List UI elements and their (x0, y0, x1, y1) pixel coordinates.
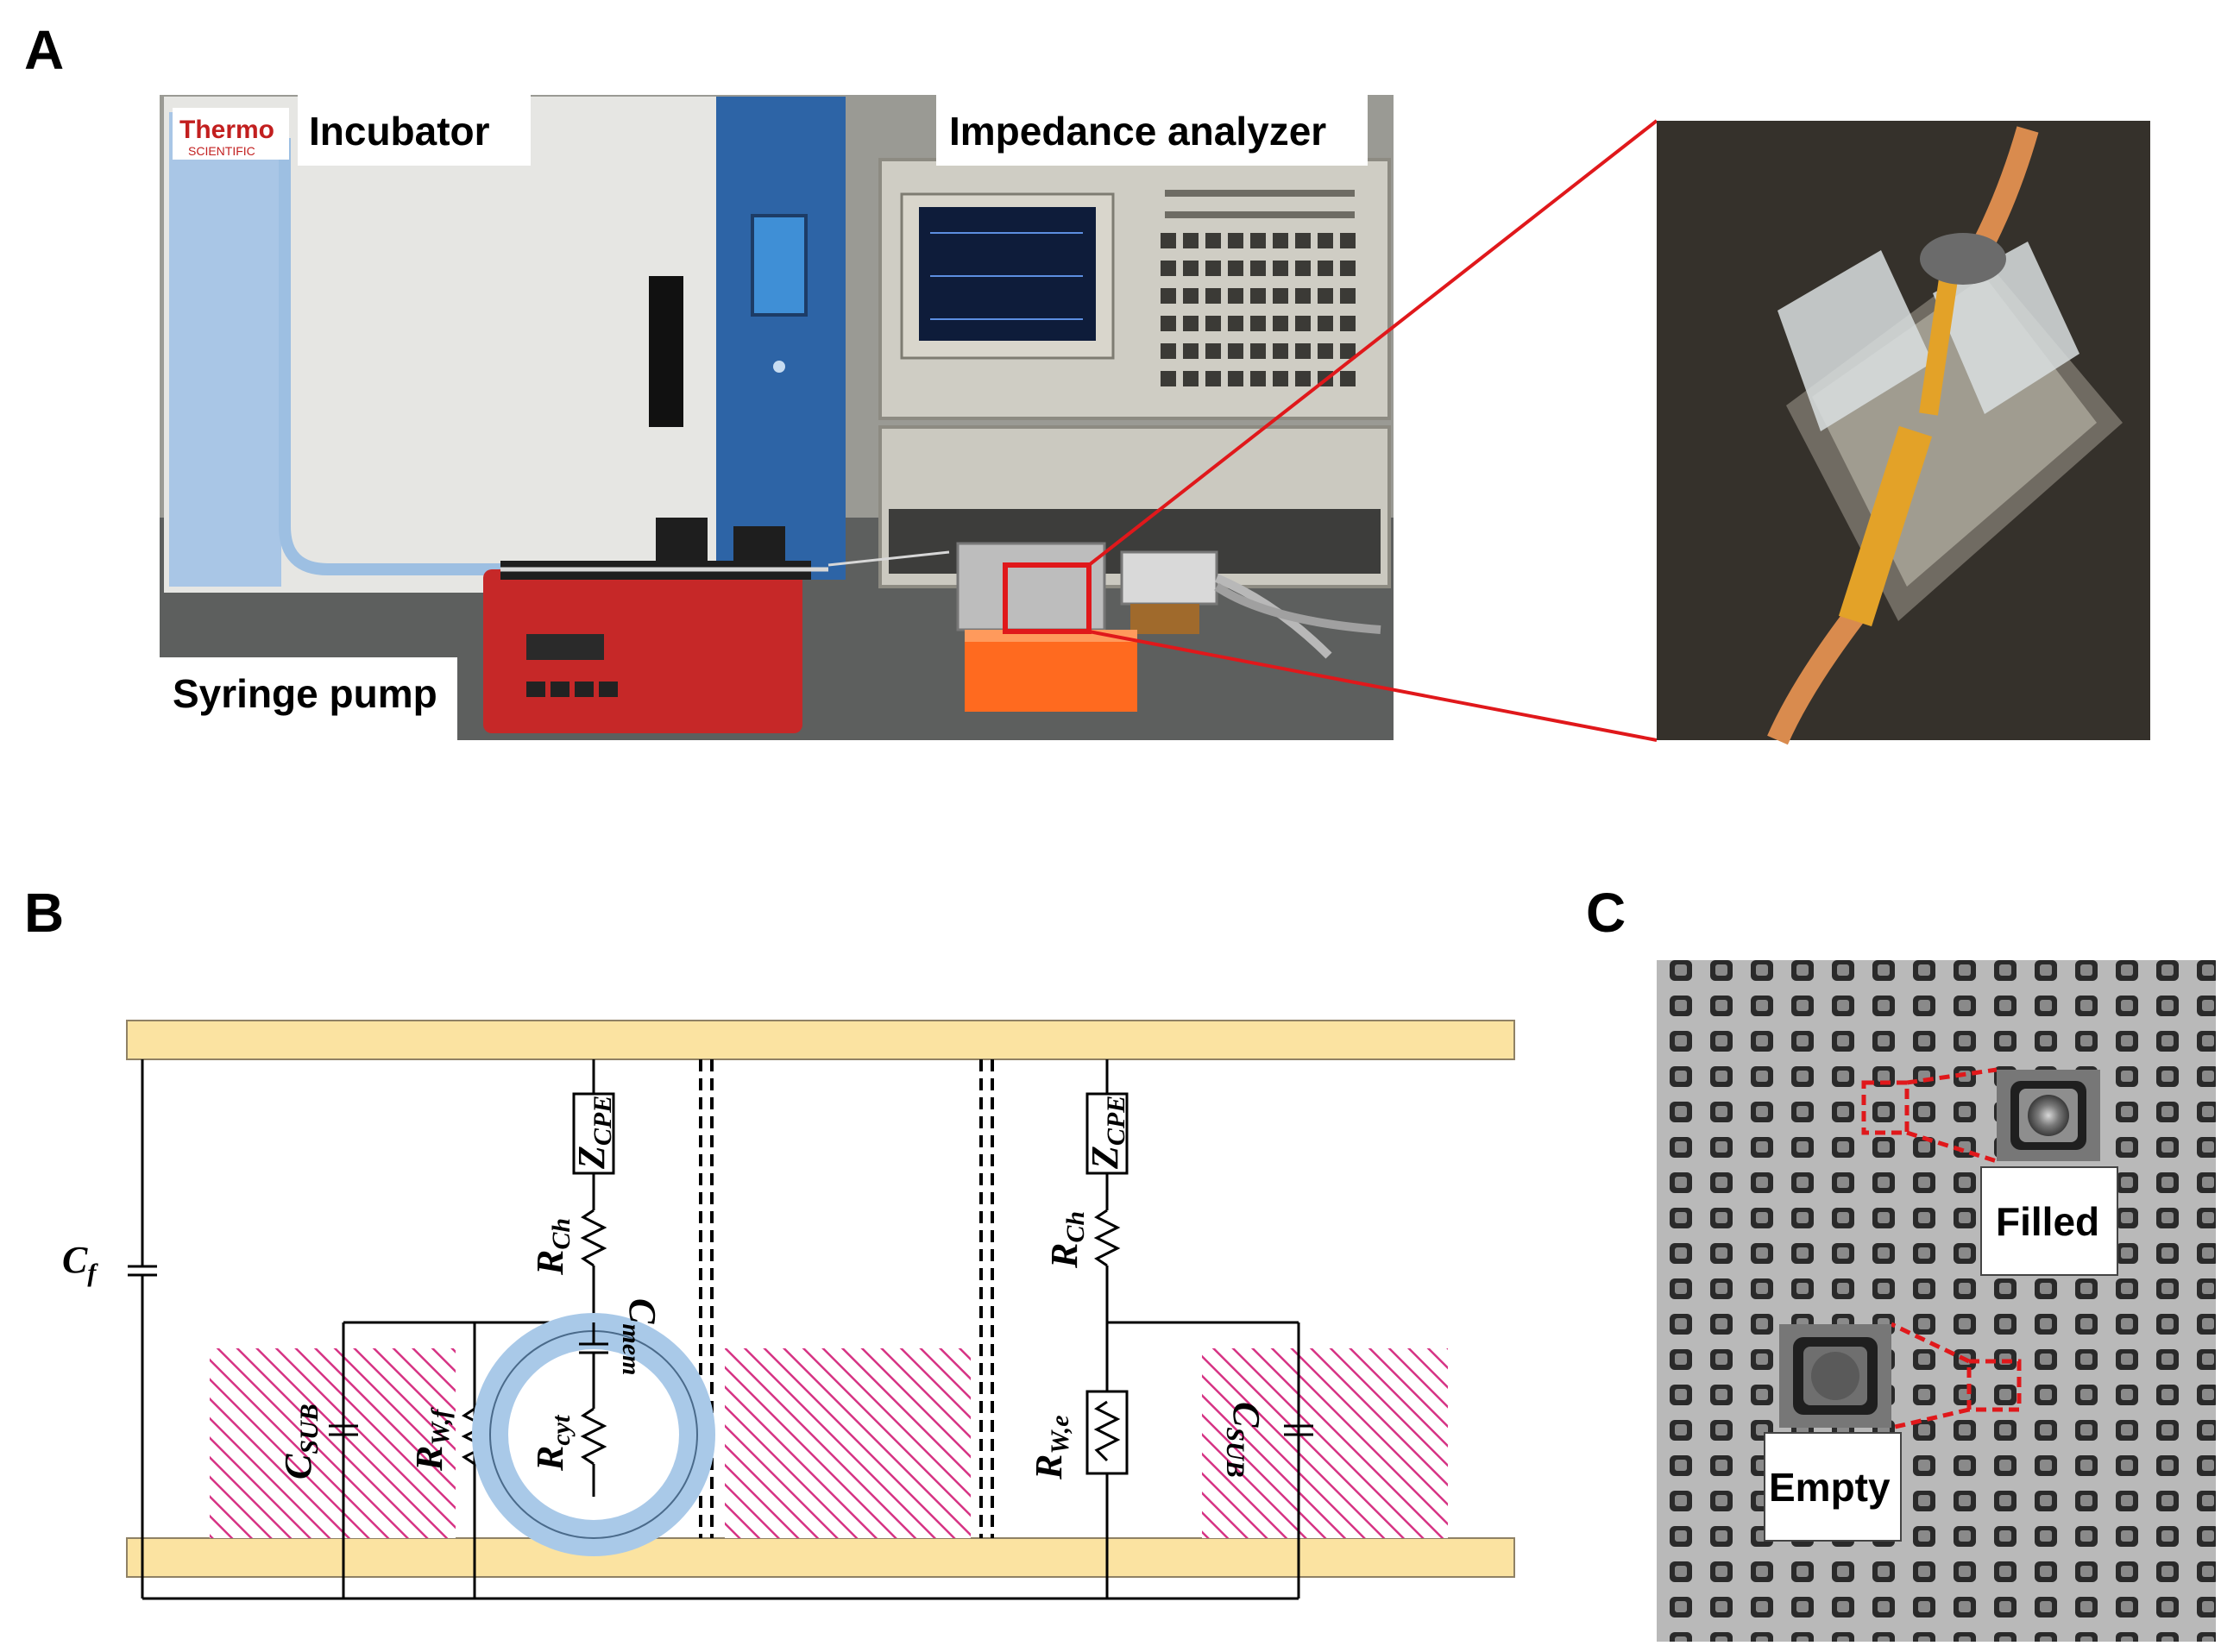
symbol-rch-left: RCh (529, 1218, 576, 1276)
analyzer-key (1228, 288, 1243, 304)
symbol-rch-right: RCh (1043, 1211, 1090, 1269)
analyzer-key (1161, 371, 1176, 386)
analyzer-key (1318, 288, 1333, 304)
analyzer-key (1205, 316, 1221, 331)
symbol-rwe: RW,e (1028, 1415, 1074, 1480)
analyzer-key (1273, 316, 1288, 331)
analyzer-key (1318, 316, 1333, 331)
symbol-csub-right: CSUB (1221, 1402, 1268, 1478)
analyzer-key (1250, 261, 1266, 276)
filled-well-cell (2028, 1095, 2069, 1136)
analyzer-key (1161, 288, 1176, 304)
analyzer-key (1295, 288, 1311, 304)
analyzer-key (1205, 261, 1221, 276)
analyzer-key (1250, 371, 1266, 386)
panel-letter-b: B (24, 882, 64, 944)
analyzer-key (1161, 261, 1176, 276)
analyzer-key (1318, 233, 1333, 248)
device-highlight-box (1003, 562, 1092, 634)
label-empty: Empty (1769, 1465, 1891, 1510)
analyzer-key (1340, 316, 1356, 331)
zoom-line-bottom (1088, 630, 1658, 742)
analyzer-key (1205, 288, 1221, 304)
substrate-block-3 (1202, 1348, 1448, 1538)
analyzer-key (1295, 316, 1311, 331)
analyzer-key (1183, 288, 1199, 304)
filled-well-highlight (1861, 1080, 1910, 1135)
lab-setup-photo: Thermo SCIENTIFIC (160, 95, 1394, 740)
analyzer-key (1273, 261, 1288, 276)
analyzer-key (1295, 343, 1311, 359)
analyzer-key (1273, 343, 1288, 359)
brand-thermo: Thermo (179, 116, 274, 144)
symbol-zcpe-left: ZCPE (570, 1096, 617, 1170)
bottom-electrode (126, 1537, 1515, 1578)
analyzer-key (1340, 233, 1356, 248)
substrate-block-1 (210, 1348, 456, 1538)
analyzer-key (1205, 371, 1221, 386)
analyzer-key (1295, 233, 1311, 248)
empty-well-highlight (1966, 1359, 2022, 1412)
analyzer-key (1183, 261, 1199, 276)
analyzer-key (1295, 261, 1311, 276)
analyzer-key (1295, 371, 1311, 386)
label-impedance-analyzer: Impedance analyzer (949, 109, 1326, 154)
analyzer-key (1273, 371, 1288, 386)
analyzer-key (1250, 343, 1266, 359)
label-syringe-pump: Syringe pump (173, 671, 437, 716)
analyzer-key (1183, 343, 1199, 359)
equivalent-circuit-diagram: Cf ZCPE ZCPE RCh RCh Cmem Rcyt RW,f RW,e… (62, 1020, 1515, 1600)
analyzer-key (1205, 343, 1221, 359)
device-closeup-photo (1657, 121, 2150, 745)
analyzer-key (1161, 343, 1176, 359)
analyzer-key (1228, 371, 1243, 386)
symbol-rwf: RW,f (408, 1407, 455, 1472)
analyzer-key (1340, 261, 1356, 276)
symbol-cmem: Cmem (617, 1298, 664, 1375)
channel-divider-right (979, 1059, 994, 1538)
symbol-csub-left: CSUB (277, 1404, 324, 1479)
analyzer-key (1273, 233, 1288, 248)
analyzer-key (1183, 233, 1199, 248)
symbol-zcpe-right: ZCPE (1084, 1096, 1130, 1170)
analyzer-key (1318, 343, 1333, 359)
symbol-rcyt: Rcyt (529, 1414, 576, 1472)
analyzer-key (1340, 343, 1356, 359)
analyzer-key (1228, 233, 1243, 248)
analyzer-key (1318, 261, 1333, 276)
label-incubator: Incubator (309, 109, 490, 154)
analyzer-key (1205, 233, 1221, 248)
analyzer-key (1228, 261, 1243, 276)
analyzer-key (1340, 371, 1356, 386)
panel-letter-a: A (24, 19, 64, 81)
analyzer-key (1161, 233, 1176, 248)
analyzer-key (1161, 316, 1176, 331)
zoom-line-top (1087, 119, 1658, 567)
analyzer-buttons (1161, 233, 1356, 386)
microwell-array-image: Filled Empty (1657, 960, 2216, 1642)
brand-scientific: SCIENTIFIC (188, 144, 255, 158)
symbol-cf: Cf (62, 1239, 98, 1287)
label-filled: Filled (1996, 1199, 2099, 1244)
substrate-block-2 (725, 1348, 971, 1538)
analyzer-key (1183, 371, 1199, 386)
panel-letter-c: C (1586, 882, 1626, 944)
analyzer-key (1183, 316, 1199, 331)
analyzer-key (1228, 343, 1243, 359)
analyzer-key (1273, 288, 1288, 304)
analyzer-key (1228, 316, 1243, 331)
analyzer-key (1250, 233, 1266, 248)
top-electrode (126, 1020, 1515, 1060)
analyzer-key (1250, 316, 1266, 331)
analyzer-key (1250, 288, 1266, 304)
analyzer-key (1340, 288, 1356, 304)
